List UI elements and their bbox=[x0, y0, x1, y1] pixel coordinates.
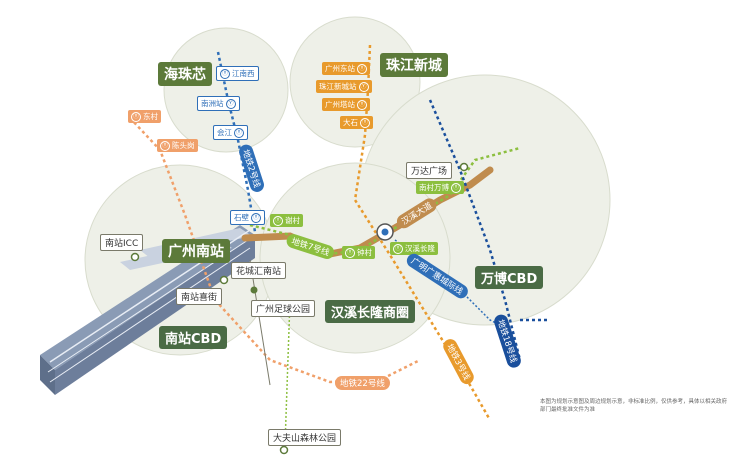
station-xiecun-label: 谢村 bbox=[285, 216, 300, 225]
marker-wanda bbox=[459, 162, 469, 172]
metro-icon: Ⓨ bbox=[251, 212, 261, 223]
station-dongcun-label: 东村 bbox=[143, 112, 158, 121]
station-nancun-wanbo-label: 南村万博 bbox=[419, 183, 449, 192]
line22-label-text: 地铁22号线 bbox=[340, 379, 385, 389]
station-dashi-label: 大石 bbox=[343, 118, 358, 127]
intercity-track bbox=[394, 239, 511, 331]
label-dafushan: 大夫山森林公园 bbox=[268, 429, 342, 446]
station-guangzhou-east-label: 广州东站 bbox=[325, 64, 355, 73]
station-guangzhou-tower-label: 广州塔站 bbox=[325, 100, 355, 109]
hub-wanbo: 万博CBD bbox=[475, 266, 544, 289]
station-chentougang-label: 陈头岗 bbox=[172, 141, 195, 150]
label-wanda: 万达广场 bbox=[406, 162, 453, 179]
hub-nanzhan-cbd: 南站CBD bbox=[159, 326, 228, 349]
hanxi-interchange-marker bbox=[376, 223, 394, 241]
metro-icon: Ⓨ bbox=[225, 98, 236, 109]
metro-icon: Ⓨ bbox=[273, 215, 283, 226]
metro-icon: Ⓨ bbox=[360, 117, 370, 128]
metro-icon: Ⓨ bbox=[234, 127, 244, 138]
label-football-park: 广州足球公园 bbox=[251, 300, 316, 317]
access-road bbox=[249, 259, 271, 386]
hub-guangzhou-south: 广州南站 bbox=[162, 239, 230, 263]
station-huijiang-label: 会江 bbox=[217, 128, 232, 137]
line22-label: 地铁22号线 bbox=[335, 376, 390, 390]
station-shibi-label: 石壁 bbox=[234, 213, 249, 222]
marker-huacheng bbox=[219, 275, 229, 285]
metro-icon: Ⓨ bbox=[131, 111, 141, 122]
hub-haizhuxin: 海珠芯 bbox=[158, 62, 212, 86]
metro-icon: Ⓨ bbox=[345, 247, 355, 258]
metro-icon: Ⓨ bbox=[393, 243, 403, 254]
line2-track bbox=[216, 51, 257, 233]
station-jiangnanxi-label: 江南西 bbox=[232, 69, 255, 78]
metro-icon: Ⓨ bbox=[160, 140, 170, 151]
marker-football bbox=[250, 286, 258, 294]
label-nanzhan-xijie: 南站喜街 bbox=[176, 288, 223, 305]
marker-nanzhan-icc bbox=[130, 252, 140, 262]
label-huacheng: 花城汇南站 bbox=[231, 262, 287, 279]
disclaimer-note: 本图为规划示意图及周边规划示意，非标准比例，仅供参考，具体以相关政府部门最终批准… bbox=[540, 399, 728, 413]
metro-icon: Ⓨ bbox=[220, 68, 230, 79]
hub-hanxi: 汉溪长隆商圈 bbox=[325, 300, 416, 323]
marker-dafushan bbox=[279, 445, 289, 455]
station-zhujiang-xc-label: 珠江新城站 bbox=[319, 82, 357, 91]
station-zhongcun-label: 钟村 bbox=[357, 248, 372, 257]
metro-icon: Ⓨ bbox=[357, 99, 367, 110]
station-nanzhou-label: 南洲站 bbox=[201, 99, 224, 108]
metro-icon: Ⓨ bbox=[358, 81, 369, 92]
station-hanxi-changlong-label: 汉溪长隆 bbox=[405, 244, 435, 253]
hub-zhujiang: 珠江新城 bbox=[380, 53, 448, 77]
dafushan-track bbox=[284, 299, 291, 446]
metro-icon: Ⓨ bbox=[357, 63, 367, 74]
label-nanzhan-icc: 南站ICC bbox=[100, 234, 144, 251]
metro-icon: Ⓨ bbox=[451, 182, 461, 193]
